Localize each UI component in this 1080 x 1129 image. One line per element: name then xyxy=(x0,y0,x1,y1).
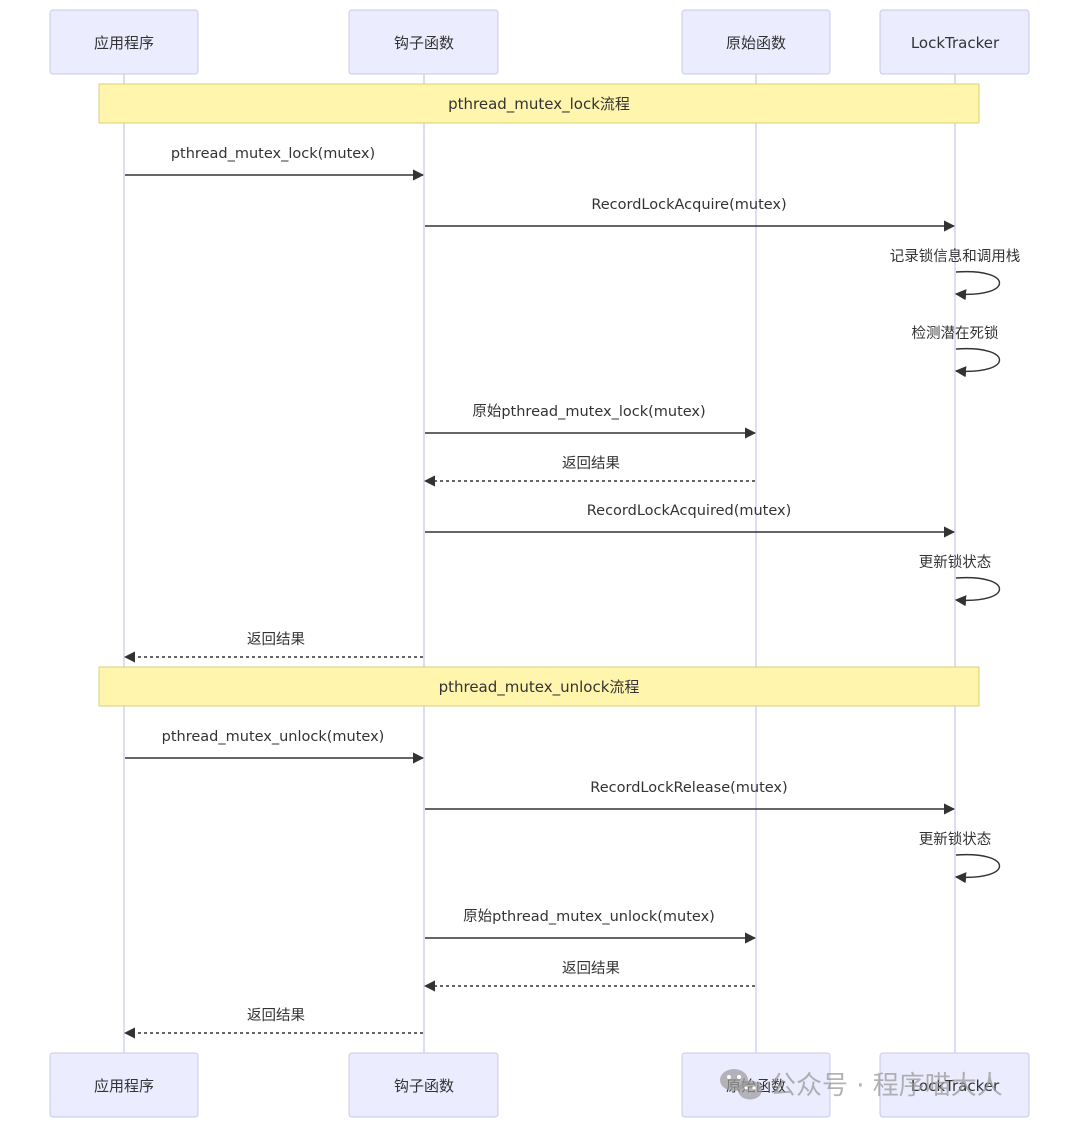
actor-label: 应用程序 xyxy=(94,34,154,52)
actor-orig-top: 原始函数 xyxy=(681,9,831,75)
actor-label: LockTracker xyxy=(911,34,1000,52)
self-message: 记录锁信息和调用栈 xyxy=(890,248,1021,301)
watermark-text: 公众号 · 程序喵大人 xyxy=(770,1071,1003,1101)
message: pthread_mutex_unlock(mutex) xyxy=(125,729,425,764)
actor-label: LockTracker xyxy=(911,1077,1000,1095)
message: RecordLockRelease(mutex) xyxy=(425,780,956,815)
self-loop-arrow xyxy=(954,853,1000,884)
actors-top: 应用程序 钩子函数 原始函数 LockTracker xyxy=(49,9,1030,75)
message-label: 记录锁信息和调用栈 xyxy=(890,248,1021,265)
message-label: pthread_mutex_unlock(mutex) xyxy=(162,729,385,745)
message-label: 检测潜在死锁 xyxy=(912,325,999,342)
message-label: 返回结果 xyxy=(247,1007,305,1024)
return-message: 返回结果 xyxy=(423,960,755,992)
message-label: 返回结果 xyxy=(247,631,305,648)
message: pthread_mutex_lock(mutex) xyxy=(125,146,425,181)
message-label: 更新锁状态 xyxy=(919,831,992,848)
actor-label: 钩子函数 xyxy=(394,34,454,52)
self-message: 更新锁状态 xyxy=(919,554,1000,607)
section-note-label: pthread_mutex_lock流程 xyxy=(448,95,630,114)
message-label: RecordLockAcquire(mutex) xyxy=(591,197,786,213)
message-label: 原始pthread_mutex_lock(mutex) xyxy=(472,403,705,420)
self-loop-arrow xyxy=(954,270,1000,301)
return-message: 返回结果 xyxy=(123,1007,423,1039)
message: 原始pthread_mutex_lock(mutex) xyxy=(425,403,757,439)
actor-label: 原始函数 xyxy=(726,34,786,52)
actor-app-bottom: 应用程序 xyxy=(49,1052,199,1118)
message: 原始pthread_mutex_unlock(mutex) xyxy=(425,908,757,944)
message-label: pthread_mutex_lock(mutex) xyxy=(171,146,375,162)
message: RecordLockAcquired(mutex) xyxy=(425,503,956,538)
self-loop-arrow xyxy=(954,576,1000,607)
message-label: 原始pthread_mutex_unlock(mutex) xyxy=(463,908,715,925)
message: RecordLockAcquire(mutex) xyxy=(425,197,956,232)
self-loop-arrow xyxy=(954,347,1000,378)
section-note-unlock: pthread_mutex_unlock流程 xyxy=(98,666,980,707)
actor-app-top: 应用程序 xyxy=(49,9,199,75)
wechat-icon xyxy=(720,1069,762,1100)
self-message: 检测潜在死锁 xyxy=(912,325,1000,378)
actor-label: 应用程序 xyxy=(94,1077,154,1095)
message-label: 返回结果 xyxy=(562,455,620,472)
message-label: RecordLockAcquired(mutex) xyxy=(587,503,792,519)
messages: pthread_mutex_lock(mutex) RecordLockAcqu… xyxy=(123,146,1021,1039)
watermark: 公众号 · 程序喵大人 xyxy=(720,1069,1003,1101)
actor-hook-bottom: 钩子函数 xyxy=(348,1052,499,1118)
actors-bottom: 应用程序 钩子函数 原始函数 LockTracker xyxy=(49,1052,1030,1118)
actor-label: 钩子函数 xyxy=(394,1077,454,1095)
section-note-lock: pthread_mutex_lock流程 xyxy=(98,83,980,124)
return-message: 返回结果 xyxy=(423,455,755,487)
self-message: 更新锁状态 xyxy=(919,831,1000,884)
actor-tracker-top: LockTracker xyxy=(879,9,1030,75)
actor-hook-top: 钩子函数 xyxy=(348,9,499,75)
message-label: RecordLockRelease(mutex) xyxy=(590,780,787,796)
actor-tracker-bottom: LockTracker xyxy=(879,1052,1030,1118)
message-label: 更新锁状态 xyxy=(919,554,992,571)
message-label: 返回结果 xyxy=(562,960,620,977)
section-note-label: pthread_mutex_unlock流程 xyxy=(439,678,640,697)
return-message: 返回结果 xyxy=(123,631,423,663)
lifelines xyxy=(123,74,956,1053)
